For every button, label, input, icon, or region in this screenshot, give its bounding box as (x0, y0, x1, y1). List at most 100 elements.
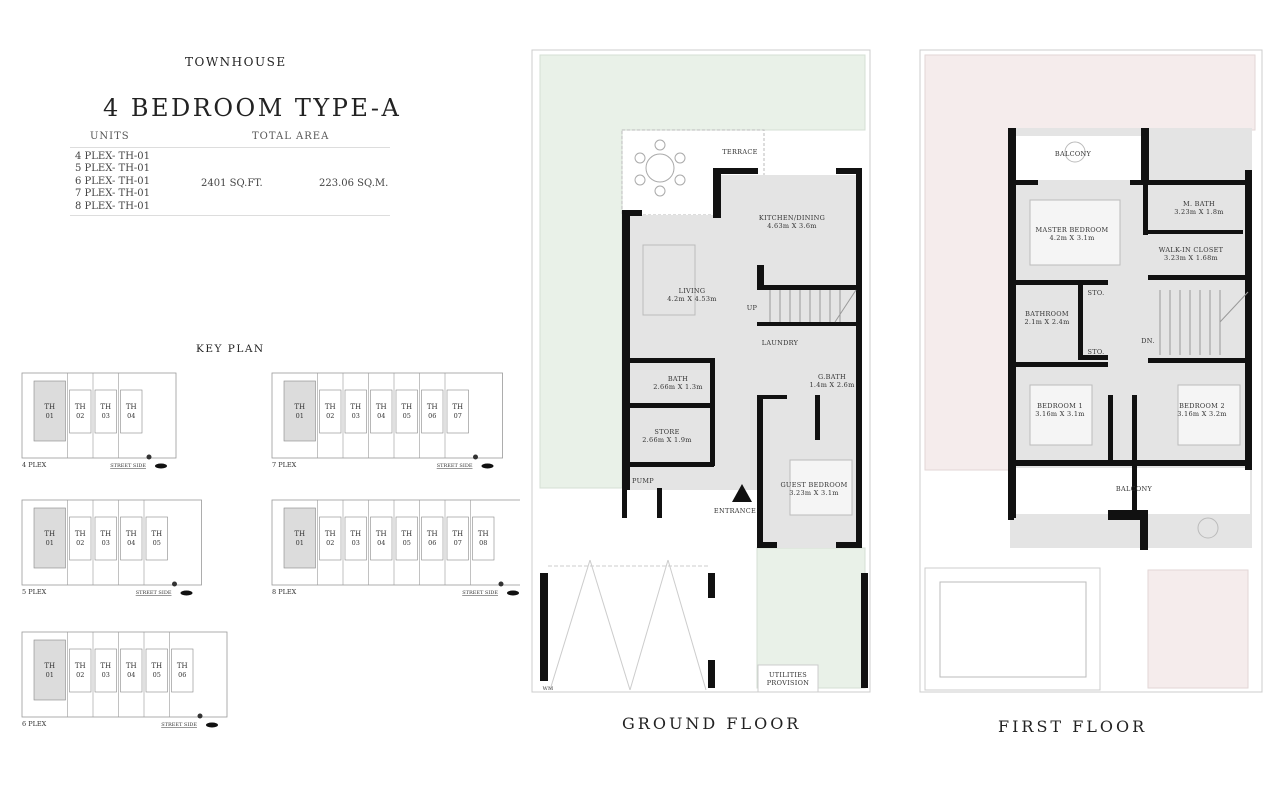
room-dim-store: 2.66m X 1.9m (642, 436, 692, 444)
room-label-kitchen: KITCHEN/DINING (759, 214, 825, 222)
room-dim-guest: 3.23m X 3.1m (789, 489, 839, 497)
room-dim-closet: 3.23m X 1.68m (1164, 254, 1218, 262)
unit-number: 03 (102, 671, 110, 679)
utilities-box (757, 664, 819, 693)
unit-number: 06 (428, 539, 436, 547)
unit-footprint (33, 507, 66, 569)
unit-number: 02 (326, 412, 334, 420)
room-dim-bedroom-2: 3.16m X 3.2m (1177, 410, 1227, 418)
unit-footprint (94, 648, 117, 693)
room-label-master: MASTER BEDROOM (1036, 226, 1109, 234)
room-label-pump: PUMP (632, 477, 654, 485)
units-header: UNITS (90, 131, 130, 142)
unit-footprint (344, 516, 367, 561)
unit-footprint (283, 507, 316, 569)
entrance-label: ENTRANCE (714, 507, 756, 515)
unit-number: 06 (178, 671, 186, 679)
unit-footprint (145, 648, 168, 693)
sofa-icon (642, 244, 696, 316)
key-plan-title: KEY PLAN (196, 343, 265, 355)
first-floor-title: FIRST FLOOR (998, 717, 1148, 736)
bed1-icon (1029, 384, 1093, 446)
unit-label: TH (376, 530, 387, 538)
property-type: TOWNHOUSE (185, 55, 287, 69)
unit-label: TH (44, 530, 55, 538)
unit-label: TH (401, 530, 412, 538)
room-label-living: LIVING (679, 287, 706, 295)
room-dim-gbath: 1.4m X 2.6m (809, 381, 854, 389)
unit-label: TH (376, 403, 387, 411)
unit-number: 01 (46, 671, 54, 679)
tree-icon (498, 581, 504, 587)
room-dim-living: 4.2m X 4.53m (667, 295, 717, 303)
room-dim-bedroom-1: 3.16m X 3.1m (1035, 410, 1085, 418)
unit-number: 01 (296, 412, 304, 420)
unit-item: 4 PLEX- TH-01 (75, 151, 151, 162)
room-label-balcony-bottom: BALCONY (1116, 485, 1153, 493)
unit-footprint (120, 648, 143, 693)
room-dim-bathroom: 2.1m X 2.4m (1024, 318, 1069, 326)
room-dim-mbath: 3.23m X 1.8m (1174, 208, 1224, 216)
room-label-terrace: TERRACE (722, 148, 757, 156)
unit-footprint (69, 648, 92, 693)
master-bed-icon (1029, 199, 1121, 266)
street-side-label: STREET SIDE (462, 590, 498, 596)
stairs-down-label: DN. (1141, 337, 1154, 345)
balcony-table-icon (1197, 517, 1219, 539)
unit-label: TH (177, 662, 188, 670)
unit-number: 04 (127, 412, 135, 420)
bed-icon (789, 459, 853, 516)
unit-item: 7 PLEX- TH-01 (75, 188, 151, 200)
unit-item: 6 PLEX- TH-01 (75, 175, 151, 187)
room-dim-master: 4.2m X 3.1m (1049, 234, 1094, 242)
room-label-gbath: G.BATH (818, 373, 846, 381)
tree-icon (172, 581, 177, 587)
room-label-store: STORE (654, 428, 679, 436)
unit-label: TH (126, 530, 137, 538)
plex-label: 8 PLEX (272, 588, 297, 596)
room-label-bedroom-1: BEDROOM 1 (1037, 402, 1083, 410)
street-side-label: STREET SIDE (161, 722, 197, 728)
unit-number: 04 (377, 412, 385, 420)
room-label-guest: GUEST BEDROOM (780, 481, 847, 489)
unit-footprint (370, 516, 393, 561)
unit-footprint (171, 648, 194, 693)
plex-label: 5 PLEX (22, 588, 47, 596)
tree-icon (146, 454, 152, 460)
room-label-storage-1: STO. (1087, 289, 1104, 297)
unit-number: 02 (326, 539, 334, 547)
unit-number: 07 (454, 539, 462, 547)
unit-label: TH (44, 662, 55, 670)
unit-footprint (33, 639, 66, 701)
street-side-label: STREET SIDE (136, 590, 172, 596)
unit-number: 02 (76, 412, 84, 420)
walls (1008, 128, 1252, 550)
tree-icon (473, 454, 478, 460)
unit-number: 05 (403, 412, 411, 420)
unit-number: 04 (377, 539, 385, 547)
units-list: 4 PLEX- TH-01 5 PLEX- TH-01 6 PLEX- TH-0… (75, 151, 150, 213)
divider (70, 215, 390, 216)
car-icon (206, 722, 218, 728)
unit-label: TH (151, 662, 162, 670)
unit-footprint (421, 516, 444, 561)
ground-floor-plan: TERRACE KITCHEN/DINING 4.63m X 3.6m LIVI… (531, 49, 871, 693)
street-side-label: STREET SIDE (110, 463, 146, 469)
entrance-arrow-icon (732, 484, 752, 502)
unit-number: 05 (153, 539, 161, 547)
stairs (769, 289, 857, 323)
room-dim-bath: 2.66m X 1.3m (653, 383, 703, 391)
unit-label: TH (100, 530, 111, 538)
unit-footprint (370, 389, 393, 434)
unit-number: 05 (403, 539, 411, 547)
unit-footprint (319, 389, 342, 434)
unit-number: 07 (454, 412, 462, 420)
walls (540, 168, 868, 688)
provision-label: PROVISION (767, 679, 809, 687)
unit-number: 02 (76, 671, 84, 679)
unit-label: TH (401, 403, 412, 411)
unit-footprint (94, 389, 117, 434)
